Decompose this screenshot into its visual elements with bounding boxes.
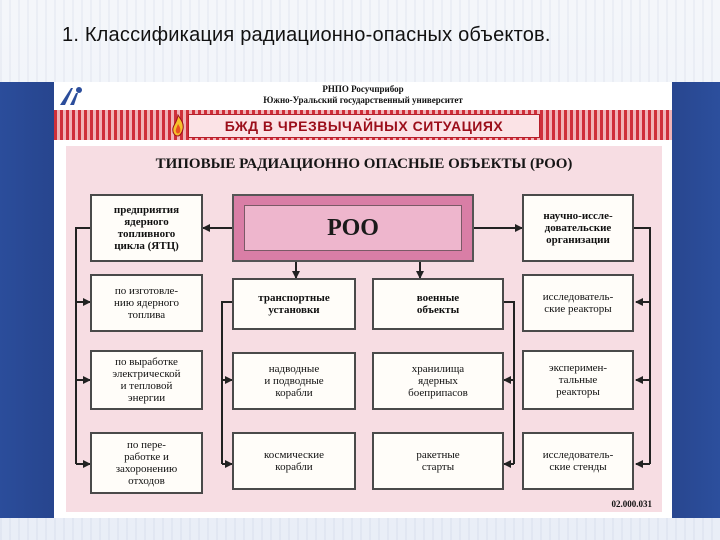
poster-header: РНПО Росучприбор Южно-Уральский государс… [54,82,672,108]
middle-left-header-transport: транспортные установки [232,278,356,330]
right-item-research-stands: исследователь- ские стенды [522,432,634,490]
university-name: Южно-Уральский государственный университ… [263,95,463,105]
right-blue-band [672,82,720,518]
middle-left-item-spacecraft: космические корабли [232,432,356,490]
diagram-title: ТИПОВЫЕ РАДИАЦИОННО ОПАСНЫЕ ОБЪЕКТЫ (РОО… [155,156,573,172]
center-node-roo: РОО [232,194,474,262]
connector-lines [75,224,651,468]
left-item-fuel-manufacturing: по изготовле- нию ядерного топлива [90,274,203,332]
left-item-waste-processing: по пере- работке и захоронению отходов [90,432,203,494]
diagram-panel: ТИПОВЫЕ РАДИАЦИОННО ОПАСНЫЕ ОБЪЕКТЫ (РОО… [66,146,662,512]
left-item-energy-production: по выработке электрической и тепловой эн… [90,350,203,410]
poster-code: 02.000.031 [611,499,653,509]
flame-icon [172,114,184,137]
banner-title: БЖД В ЧРЕЗВЫЧАЙНЫХ СИТУАЦИЯХ [188,114,540,138]
right-item-research-reactors: исследователь- ские реакторы [522,274,634,332]
publisher-name: РНПО Росучприбор [322,84,404,94]
middle-right-item-rocket-launches: ракетные старты [372,432,504,490]
university-logo-icon [60,87,82,105]
middle-right-item-nuclear-storage: хранилища ядерных боеприпасов [372,352,504,410]
course-banner: БЖД В ЧРЕЗВЫЧАЙНЫХ СИТУАЦИЯХ [54,110,672,140]
center-node-label: РОО [244,205,462,251]
left-blue-band [0,82,54,518]
middle-left-item-ships: надводные и подводные корабли [232,352,356,410]
middle-right-header-military: военные объекты [372,278,504,330]
right-item-experimental-reactors: эксперимен- тальные реакторы [522,350,634,410]
slide-title: 1. Классификация радиационно-опасных объ… [62,24,551,46]
left-header-nuclear-fuel-cycle: предприятия ядерного топливного цикла (Я… [90,194,203,262]
right-header-research-organizations: научно-иссле- довательские организации [522,194,634,262]
poster-image: РНПО Росучприбор Южно-Уральский государс… [54,82,672,518]
